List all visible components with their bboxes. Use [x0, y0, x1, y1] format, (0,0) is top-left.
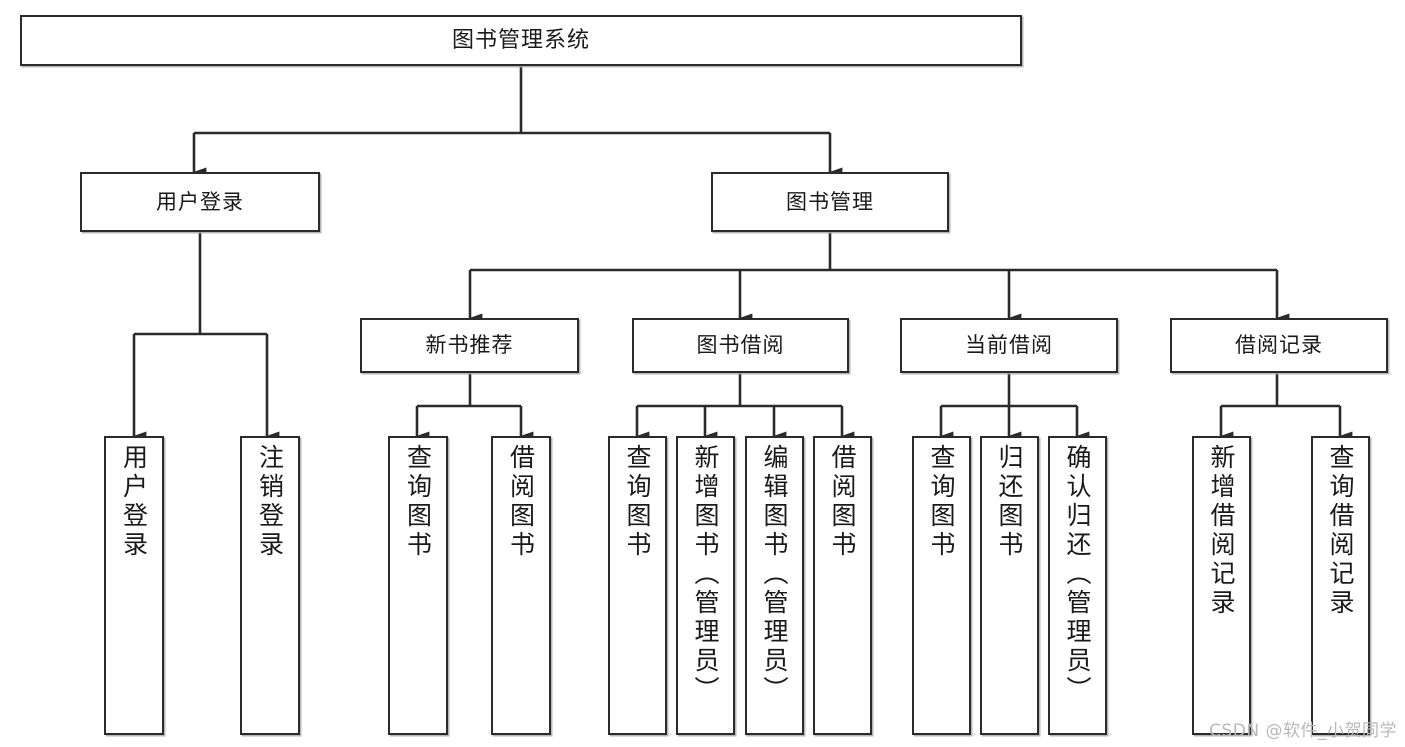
node-book-management[interactable]: 图书管理: [711, 172, 949, 232]
leaf-user-login[interactable]: 用户登录: [104, 436, 164, 735]
leaf-confirm-return-admin[interactable]: 确认归还（管理员）: [1048, 436, 1107, 735]
node-label: 借阅记录: [1235, 333, 1323, 358]
node-label: 用户登录: [119, 444, 149, 560]
node-root-book-management-system[interactable]: 图书管理系统: [20, 15, 1022, 66]
leaf-query-borrow-record[interactable]: 查询借阅记录: [1311, 436, 1370, 735]
node-label: 借阅图书: [506, 444, 536, 560]
node-book-borrow[interactable]: 图书借阅: [632, 318, 849, 373]
csdn-watermark: CSDN @软件_小贺同学: [1209, 721, 1397, 741]
node-label: 新书推荐: [425, 333, 514, 358]
leaf-edit-book-admin[interactable]: 编辑图书（管理员）: [745, 436, 804, 735]
leaf-query-book-current[interactable]: 查询图书: [912, 436, 971, 735]
leaf-logout-login[interactable]: 注销登录: [240, 436, 300, 735]
node-label: 新增图书（管理员）: [691, 444, 720, 705]
node-label: 当前借阅: [965, 333, 1053, 358]
node-label: 图书管理系统: [451, 27, 590, 53]
node-label: 图书借阅: [696, 333, 785, 358]
node-label: 确认归还（管理员）: [1063, 444, 1092, 705]
node-borrow-record[interactable]: 借阅记录: [1170, 318, 1388, 373]
node-label: 图书管理: [786, 189, 874, 214]
leaf-add-book-admin[interactable]: 新增图书（管理员）: [676, 436, 735, 735]
node-label: 编辑图书（管理员）: [760, 444, 789, 705]
node-label: 注销登录: [255, 444, 285, 560]
node-label: 查询图书: [927, 444, 956, 560]
leaf-query-book-borrow[interactable]: 查询图书: [608, 436, 667, 735]
node-label: 新增借阅记录: [1207, 444, 1236, 618]
node-label: 查询图书: [623, 444, 652, 560]
node-new-book-recommend[interactable]: 新书推荐: [360, 318, 579, 373]
leaf-add-borrow-record[interactable]: 新增借阅记录: [1192, 436, 1251, 735]
leaf-borrow-book-borrow[interactable]: 借阅图书: [813, 436, 872, 735]
node-label: 用户登录: [156, 189, 244, 214]
leaf-query-book-recommend[interactable]: 查询图书: [388, 436, 448, 735]
node-label: 归还图书: [995, 444, 1024, 560]
node-label: 借阅图书: [828, 444, 857, 560]
leaf-return-book[interactable]: 归还图书: [980, 436, 1039, 735]
node-current-borrow[interactable]: 当前借阅: [900, 318, 1118, 373]
node-label: 查询图书: [403, 444, 433, 560]
node-user-login[interactable]: 用户登录: [80, 172, 320, 232]
node-label: 查询借阅记录: [1326, 444, 1355, 618]
leaf-borrow-book-recommend[interactable]: 借阅图书: [491, 436, 551, 735]
